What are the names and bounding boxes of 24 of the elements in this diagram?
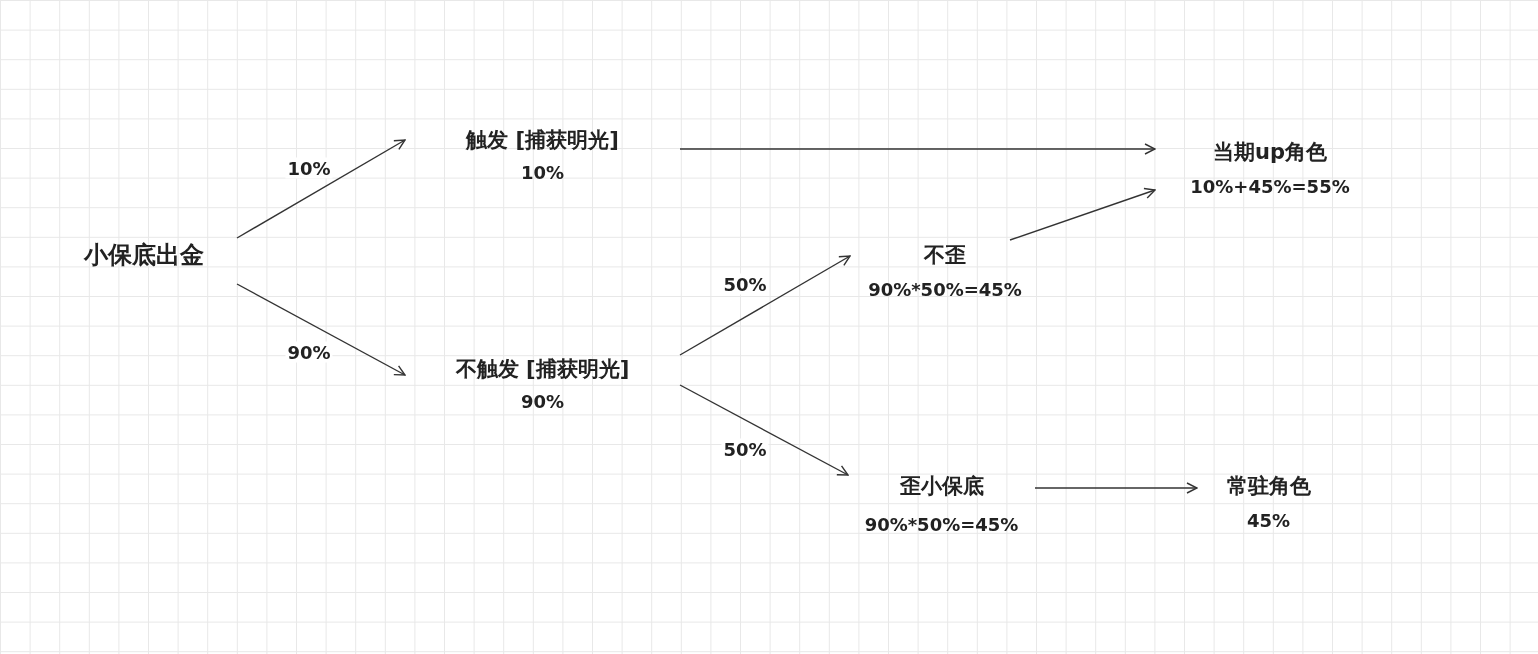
node-title: 歪小保底 xyxy=(899,473,984,500)
arrow xyxy=(236,283,406,376)
node-title: 不触发 [捕获明光] xyxy=(455,356,630,383)
arrow xyxy=(236,139,406,239)
probability-text: 90%*50%=45% xyxy=(864,514,1019,535)
arrow xyxy=(1009,187,1156,241)
edge-label: 50% xyxy=(721,438,769,460)
node-title: 不歪 xyxy=(924,242,966,269)
probability-text: 45% xyxy=(1246,510,1291,531)
probability-text: 10%+45%=55% xyxy=(1190,176,1350,197)
arrow xyxy=(1034,482,1198,494)
node-title: 触发 [捕获明光] xyxy=(466,127,619,154)
probability-text: 90%*50%=45% xyxy=(868,279,1022,300)
probability-text: 10% xyxy=(520,162,565,183)
edge-label: 10% xyxy=(285,157,333,179)
node-title: 小保底出金 xyxy=(83,240,204,271)
arrow xyxy=(679,384,849,476)
node-title: 当期up角色 xyxy=(1213,139,1327,166)
edge-label: 50% xyxy=(721,273,769,295)
node-title: 常驻角色 xyxy=(1226,473,1311,500)
probability-text: 90% xyxy=(520,391,565,412)
arrow xyxy=(679,255,851,356)
edge-label: 90% xyxy=(285,341,333,363)
arrow xyxy=(679,143,1156,155)
